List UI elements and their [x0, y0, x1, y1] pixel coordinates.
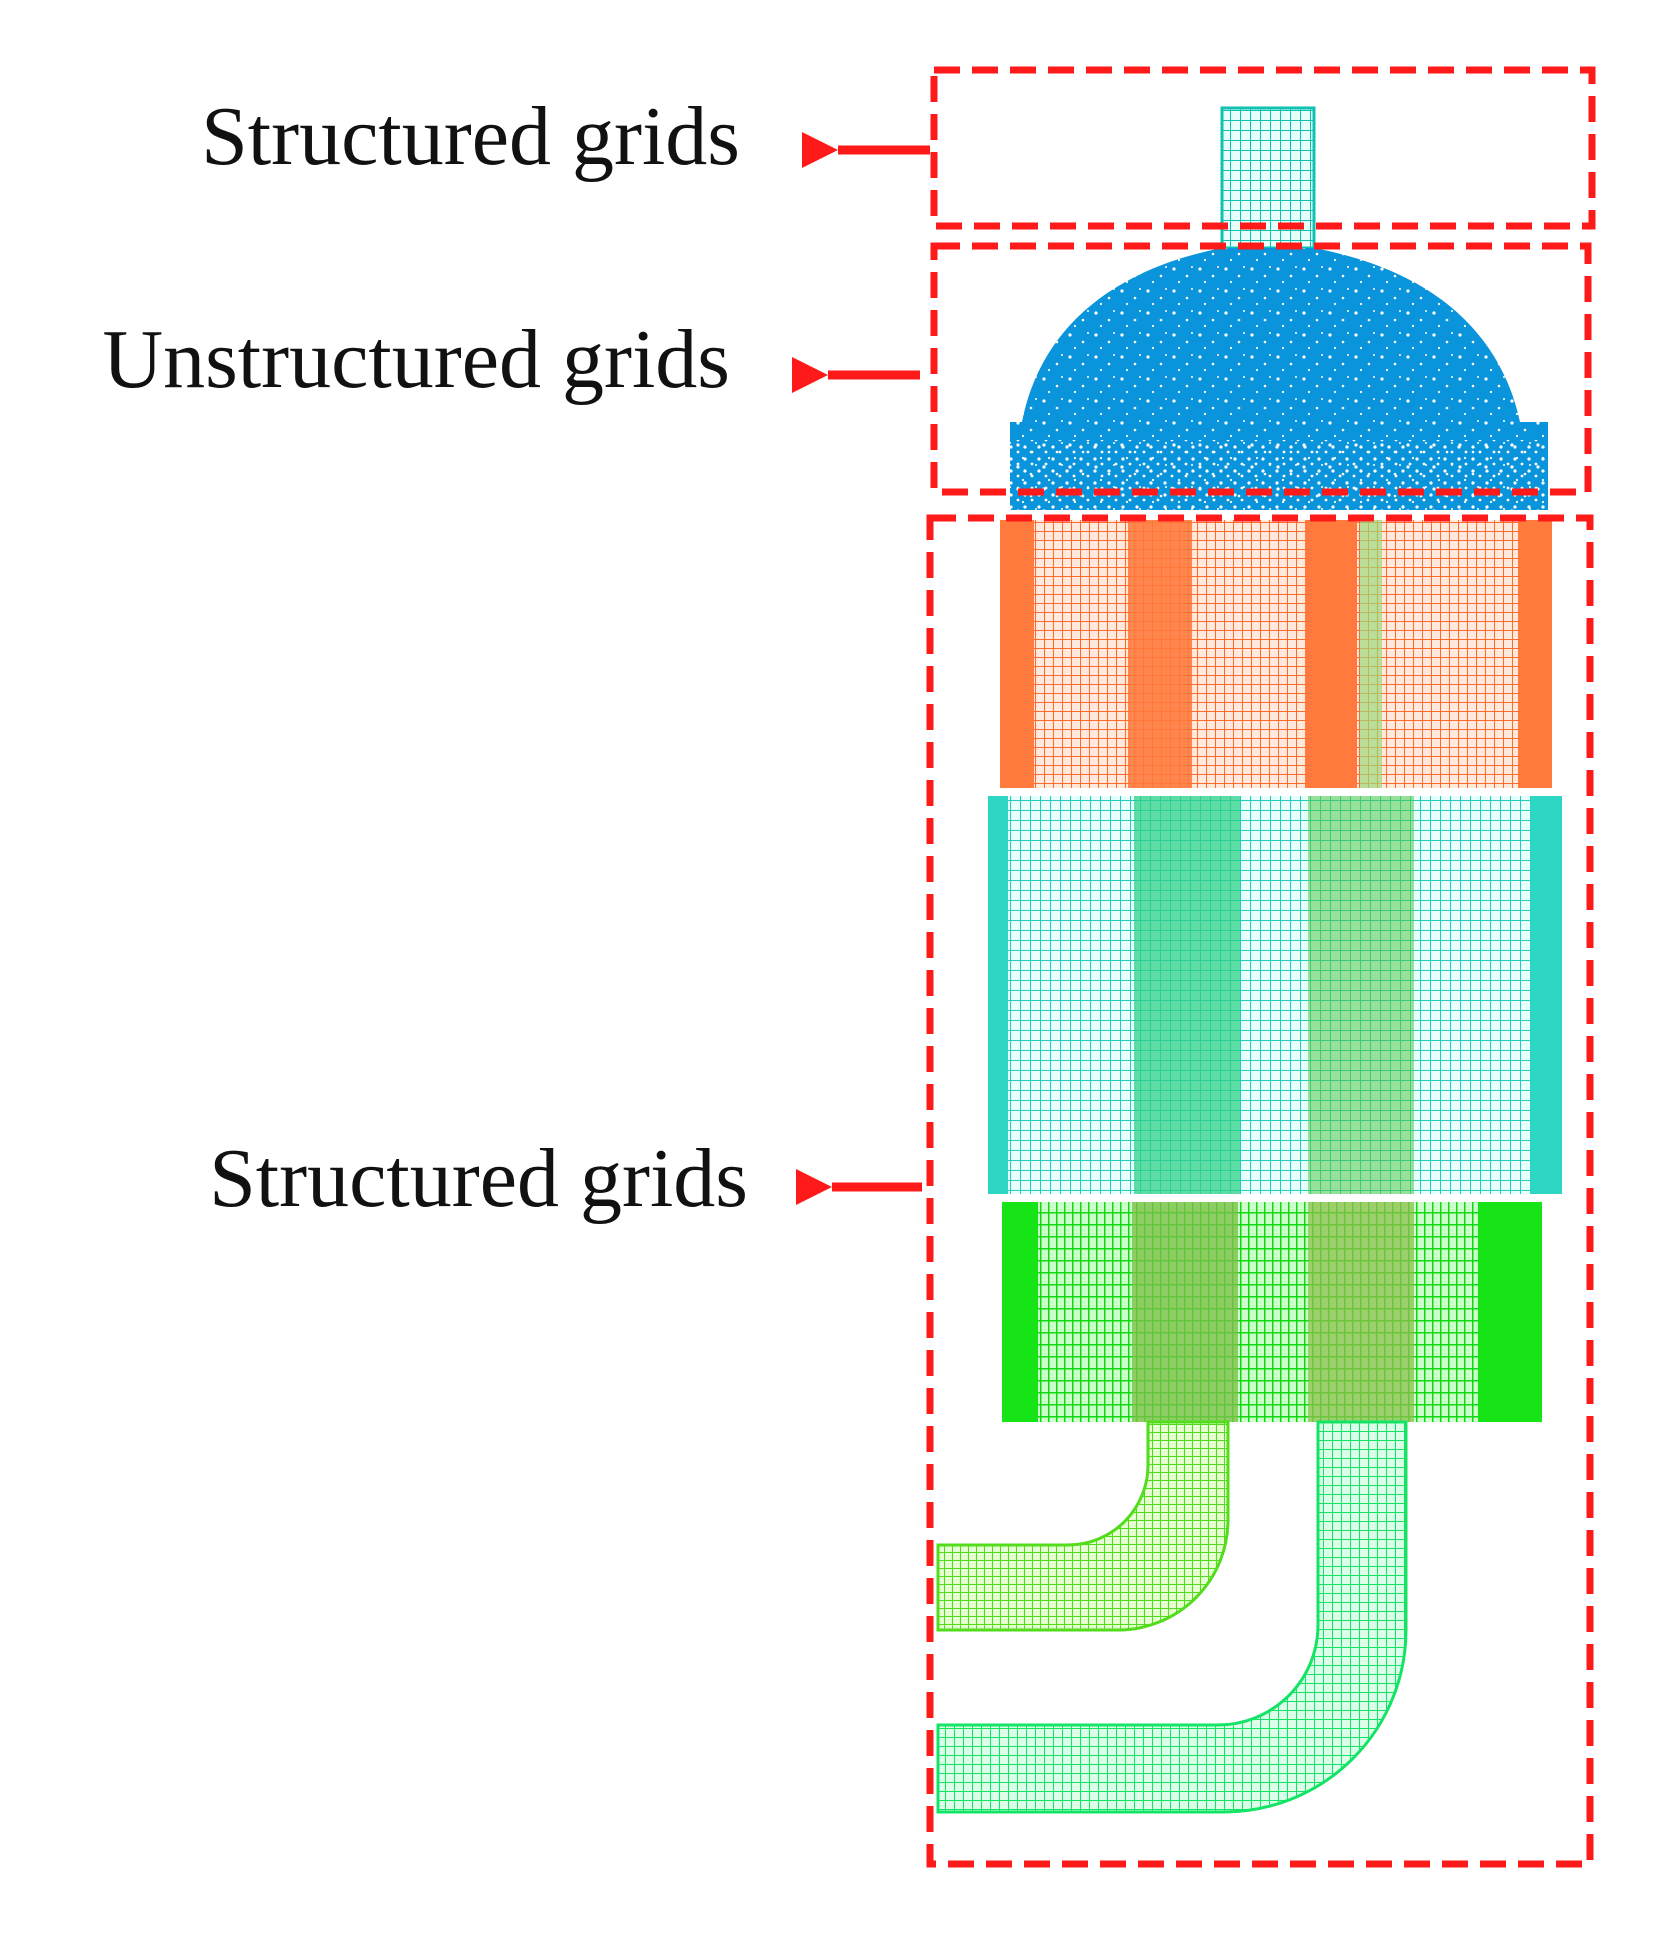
inlet-pipe — [1220, 106, 1316, 250]
dome-section — [1010, 248, 1548, 510]
frame-bottom — [926, 514, 1594, 1868]
frame-middle — [930, 242, 1592, 496]
dashed-frames — [926, 66, 1596, 1868]
arrows — [792, 132, 930, 1205]
frame-top — [930, 66, 1596, 230]
upper-cylinder — [1000, 520, 1552, 788]
middle-cylinder — [988, 796, 1562, 1194]
label-structured-grids-bottom: Structured grids — [209, 1132, 748, 1225]
left-outlet-pipe — [936, 1420, 1230, 1632]
label-unstructured-grids: Unstructured grids — [102, 313, 730, 406]
lower-cylinder — [1002, 1202, 1542, 1422]
label-structured-grids-top: Structured grids — [201, 90, 740, 183]
right-outlet-pipe — [936, 1420, 1408, 1814]
